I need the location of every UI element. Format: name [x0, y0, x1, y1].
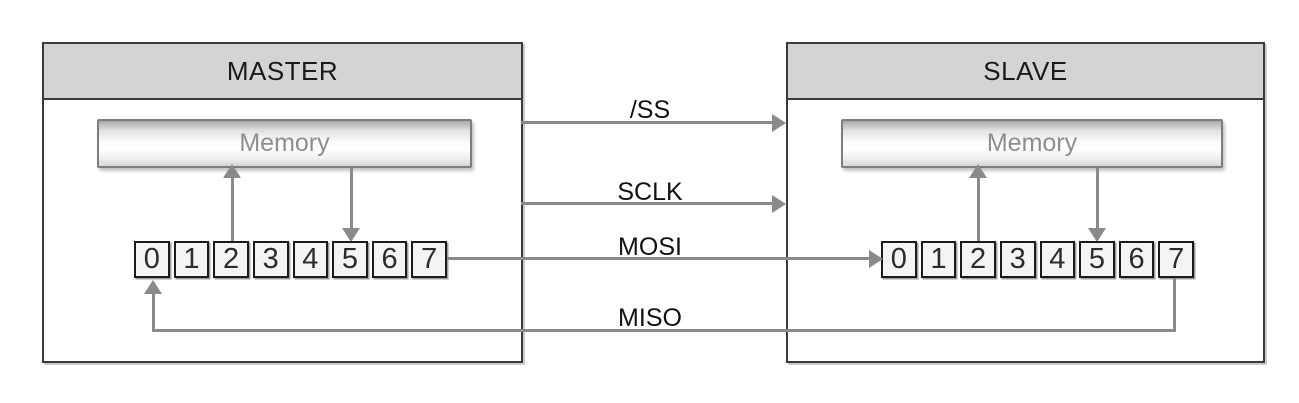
slave-arrow-memory-to-register-head-icon: [1088, 228, 1106, 242]
master-register-cell-label: 2: [222, 243, 240, 275]
signal-sclk-arrowhead-icon: [772, 194, 786, 213]
signal-line-ss: [521, 121, 772, 124]
slave-arrow-register-to-memory-line: [976, 176, 980, 241]
slave-arrow-register-to-memory-head-icon: [969, 164, 987, 178]
slave-register-cell-label: 5: [1088, 243, 1105, 275]
signal-label-ss: /SS: [629, 96, 671, 124]
slave-register-cell: 7: [1158, 241, 1194, 278]
master-register-cell: 7: [411, 241, 447, 278]
master-arrow-register-to-memory-head-icon: [223, 164, 241, 178]
slave-register-cell: 4: [1039, 241, 1076, 278]
signal-miso-arrowhead-icon: [144, 280, 162, 294]
slave-register-cell-label: 4: [1049, 243, 1066, 275]
slave-register-cell: 0: [881, 241, 917, 278]
slave-register-cell: 5: [1079, 241, 1115, 278]
master-register-cell-label: 6: [381, 243, 398, 275]
slave-register-cell: 1: [920, 241, 957, 278]
master-arrow-register-to-memory-line: [230, 176, 234, 241]
signal-ss-arrowhead-icon: [772, 113, 786, 132]
master-shift-register: 0 1 2 3 4 5 6 7: [134, 241, 447, 278]
signal-line-miso-master-rise: [151, 290, 155, 332]
master-arrow-memory-to-register-line: [349, 168, 353, 230]
master-box: MASTER Memory 0 1 2 3 4 5 6 7: [42, 42, 523, 363]
slave-register-cell-label: 7: [1168, 243, 1185, 275]
master-register-cell-label: 4: [302, 243, 319, 275]
signal-line-mosi: [447, 257, 869, 260]
signal-label-miso: MISO: [618, 304, 682, 332]
master-memory-label: Memory: [239, 129, 330, 157]
slave-box: SLAVE Memory 0 1 2 3 4 5 6 7: [786, 42, 1265, 363]
master-register-cell-label: 5: [341, 243, 358, 275]
signal-line-miso-slave-drop: [1172, 278, 1176, 332]
slave-register-cell: 3: [999, 241, 1036, 278]
slave-header: SLAVE: [788, 44, 1263, 100]
master-arrow-memory-to-register-head-icon: [342, 228, 360, 242]
master-memory-box: Memory: [97, 119, 472, 168]
slave-register-cell: 6: [1118, 241, 1155, 278]
slave-shift-register: 0 1 2 3 4 5 6 7: [881, 241, 1194, 278]
master-register-cell-label: 3: [262, 243, 279, 275]
slave-register-cell-label: 1: [930, 243, 947, 275]
signal-mosi-arrowhead-icon: [869, 249, 883, 268]
master-header: MASTER: [44, 44, 521, 100]
master-register-cell-label: 7: [421, 243, 438, 275]
master-register-cell: 4: [292, 241, 329, 278]
signal-label-mosi: MOSI: [618, 233, 682, 261]
master-register-cell: 3: [252, 241, 289, 278]
master-register-cell: 6: [371, 241, 408, 278]
signal-line-miso: [151, 329, 1176, 332]
master-register-cell-label: 0: [143, 243, 160, 275]
master-register-cell: 1: [173, 241, 210, 278]
master-register-cell: 0: [134, 241, 170, 278]
signal-line-sclk: [521, 202, 772, 205]
slave-arrow-memory-to-register-line: [1095, 168, 1099, 230]
slave-memory-box: Memory: [841, 119, 1223, 168]
slave-register-cell-label: 6: [1128, 243, 1145, 275]
slave-register-cell-label: 2: [969, 243, 987, 275]
master-title: MASTER: [226, 55, 339, 86]
slave-register-cell: 2: [960, 241, 996, 278]
master-register-cell: 2: [213, 241, 249, 278]
slave-memory-label: Memory: [986, 129, 1078, 157]
master-register-cell-label: 1: [183, 243, 200, 275]
master-register-cell: 5: [332, 241, 368, 278]
signal-label-sclk: SCLK: [617, 178, 683, 206]
slave-register-cell-label: 0: [890, 243, 907, 275]
slave-register-cell-label: 3: [1009, 243, 1026, 275]
slave-title: SLAVE: [983, 55, 1068, 86]
